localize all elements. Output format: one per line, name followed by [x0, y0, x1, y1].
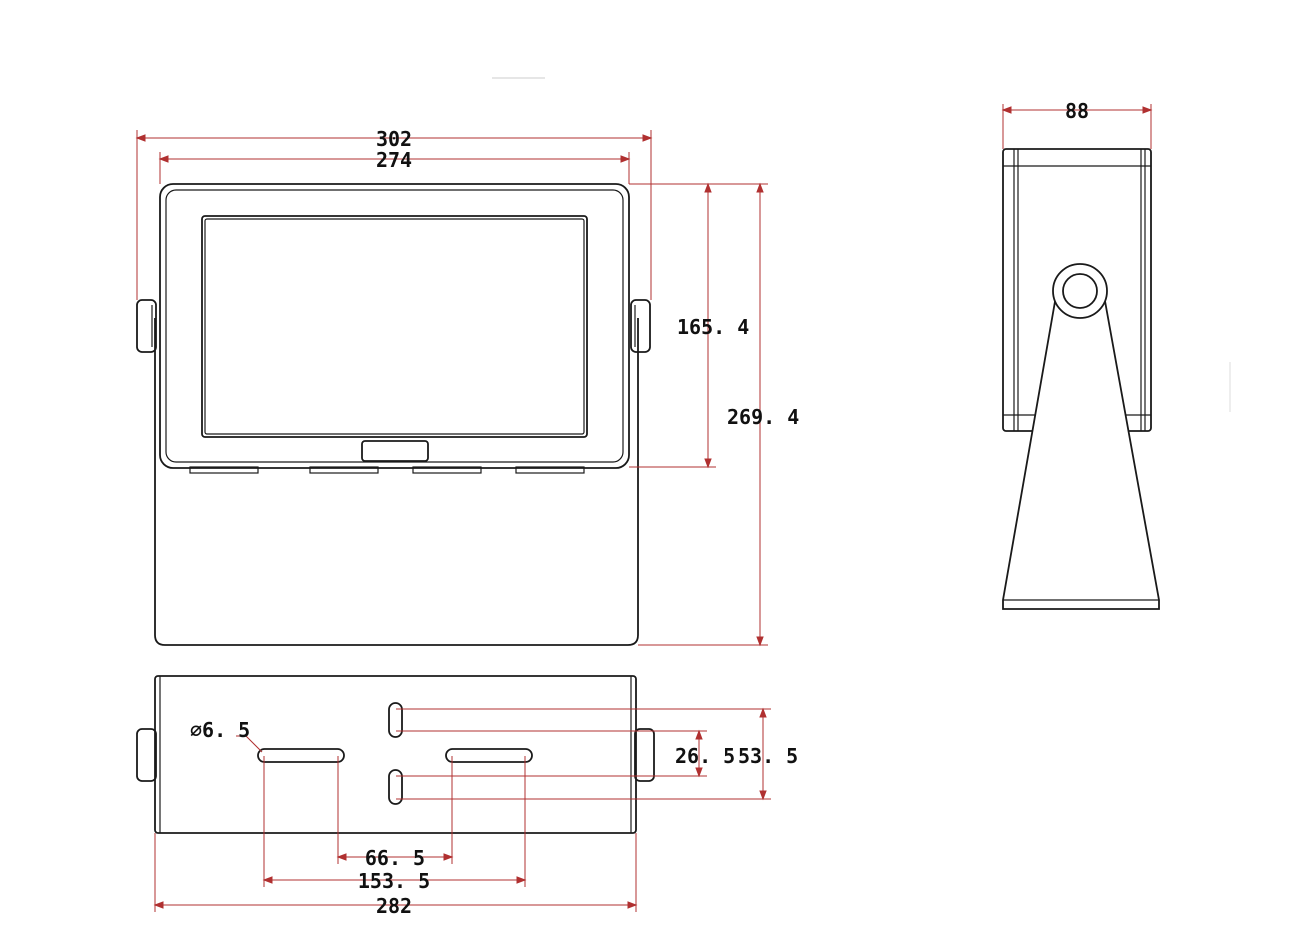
left-knob [136, 728, 157, 782]
display-bezel [159, 183, 630, 469]
dim-269-line [629, 182, 768, 647]
dim-269-label: 269. 4 [727, 405, 799, 429]
pivot-knob-inner [1062, 273, 1098, 309]
dim-66-line [336, 756, 454, 864]
dim-53-line [396, 707, 771, 801]
dim-26-label: 26. 5 [675, 744, 735, 768]
dim-302-line [135, 130, 653, 300]
dim-53-label: 53. 5 [738, 744, 798, 768]
side-stand [1002, 289, 1160, 610]
dim-88-label: 88 [1065, 99, 1089, 123]
vertical-slot [388, 769, 403, 805]
dim-hole-label: ⌀6. 5 [190, 718, 250, 742]
dim-153-line [262, 756, 527, 887]
vertical-slot [388, 702, 403, 738]
dim-153-label: 153. 5 [358, 869, 430, 893]
front-view: 302 274 165. 4 269. 4 [135, 127, 799, 647]
bottom-view: ⌀6. 5 26. 5 53. 5 66. 5 [136, 675, 798, 918]
side-view: 88 [1001, 99, 1160, 610]
horizontal-slot [257, 748, 345, 763]
port [412, 466, 482, 474]
dim-282-label: 282 [376, 894, 412, 918]
port [309, 466, 379, 474]
pivot-knob-outer [1052, 263, 1108, 319]
port [515, 466, 585, 474]
dim-66-label: 66. 5 [365, 846, 425, 870]
right-knob [634, 728, 655, 782]
front-stand [154, 318, 639, 646]
right-knob [630, 299, 651, 353]
dim-274-label: 274 [376, 148, 412, 172]
dim-282-line [153, 833, 638, 912]
logo-plate [361, 440, 429, 462]
horizontal-slot [445, 748, 533, 763]
dim-165-label: 165. 4 [677, 315, 749, 339]
bottom-plate [154, 675, 637, 834]
port [189, 466, 259, 474]
dim-302-label: 302 [376, 127, 412, 151]
display-screen [201, 215, 588, 438]
left-knob [136, 299, 157, 353]
dim-274-line [158, 152, 631, 184]
dim-88-line [1001, 104, 1153, 149]
dim-26-line [396, 729, 707, 778]
